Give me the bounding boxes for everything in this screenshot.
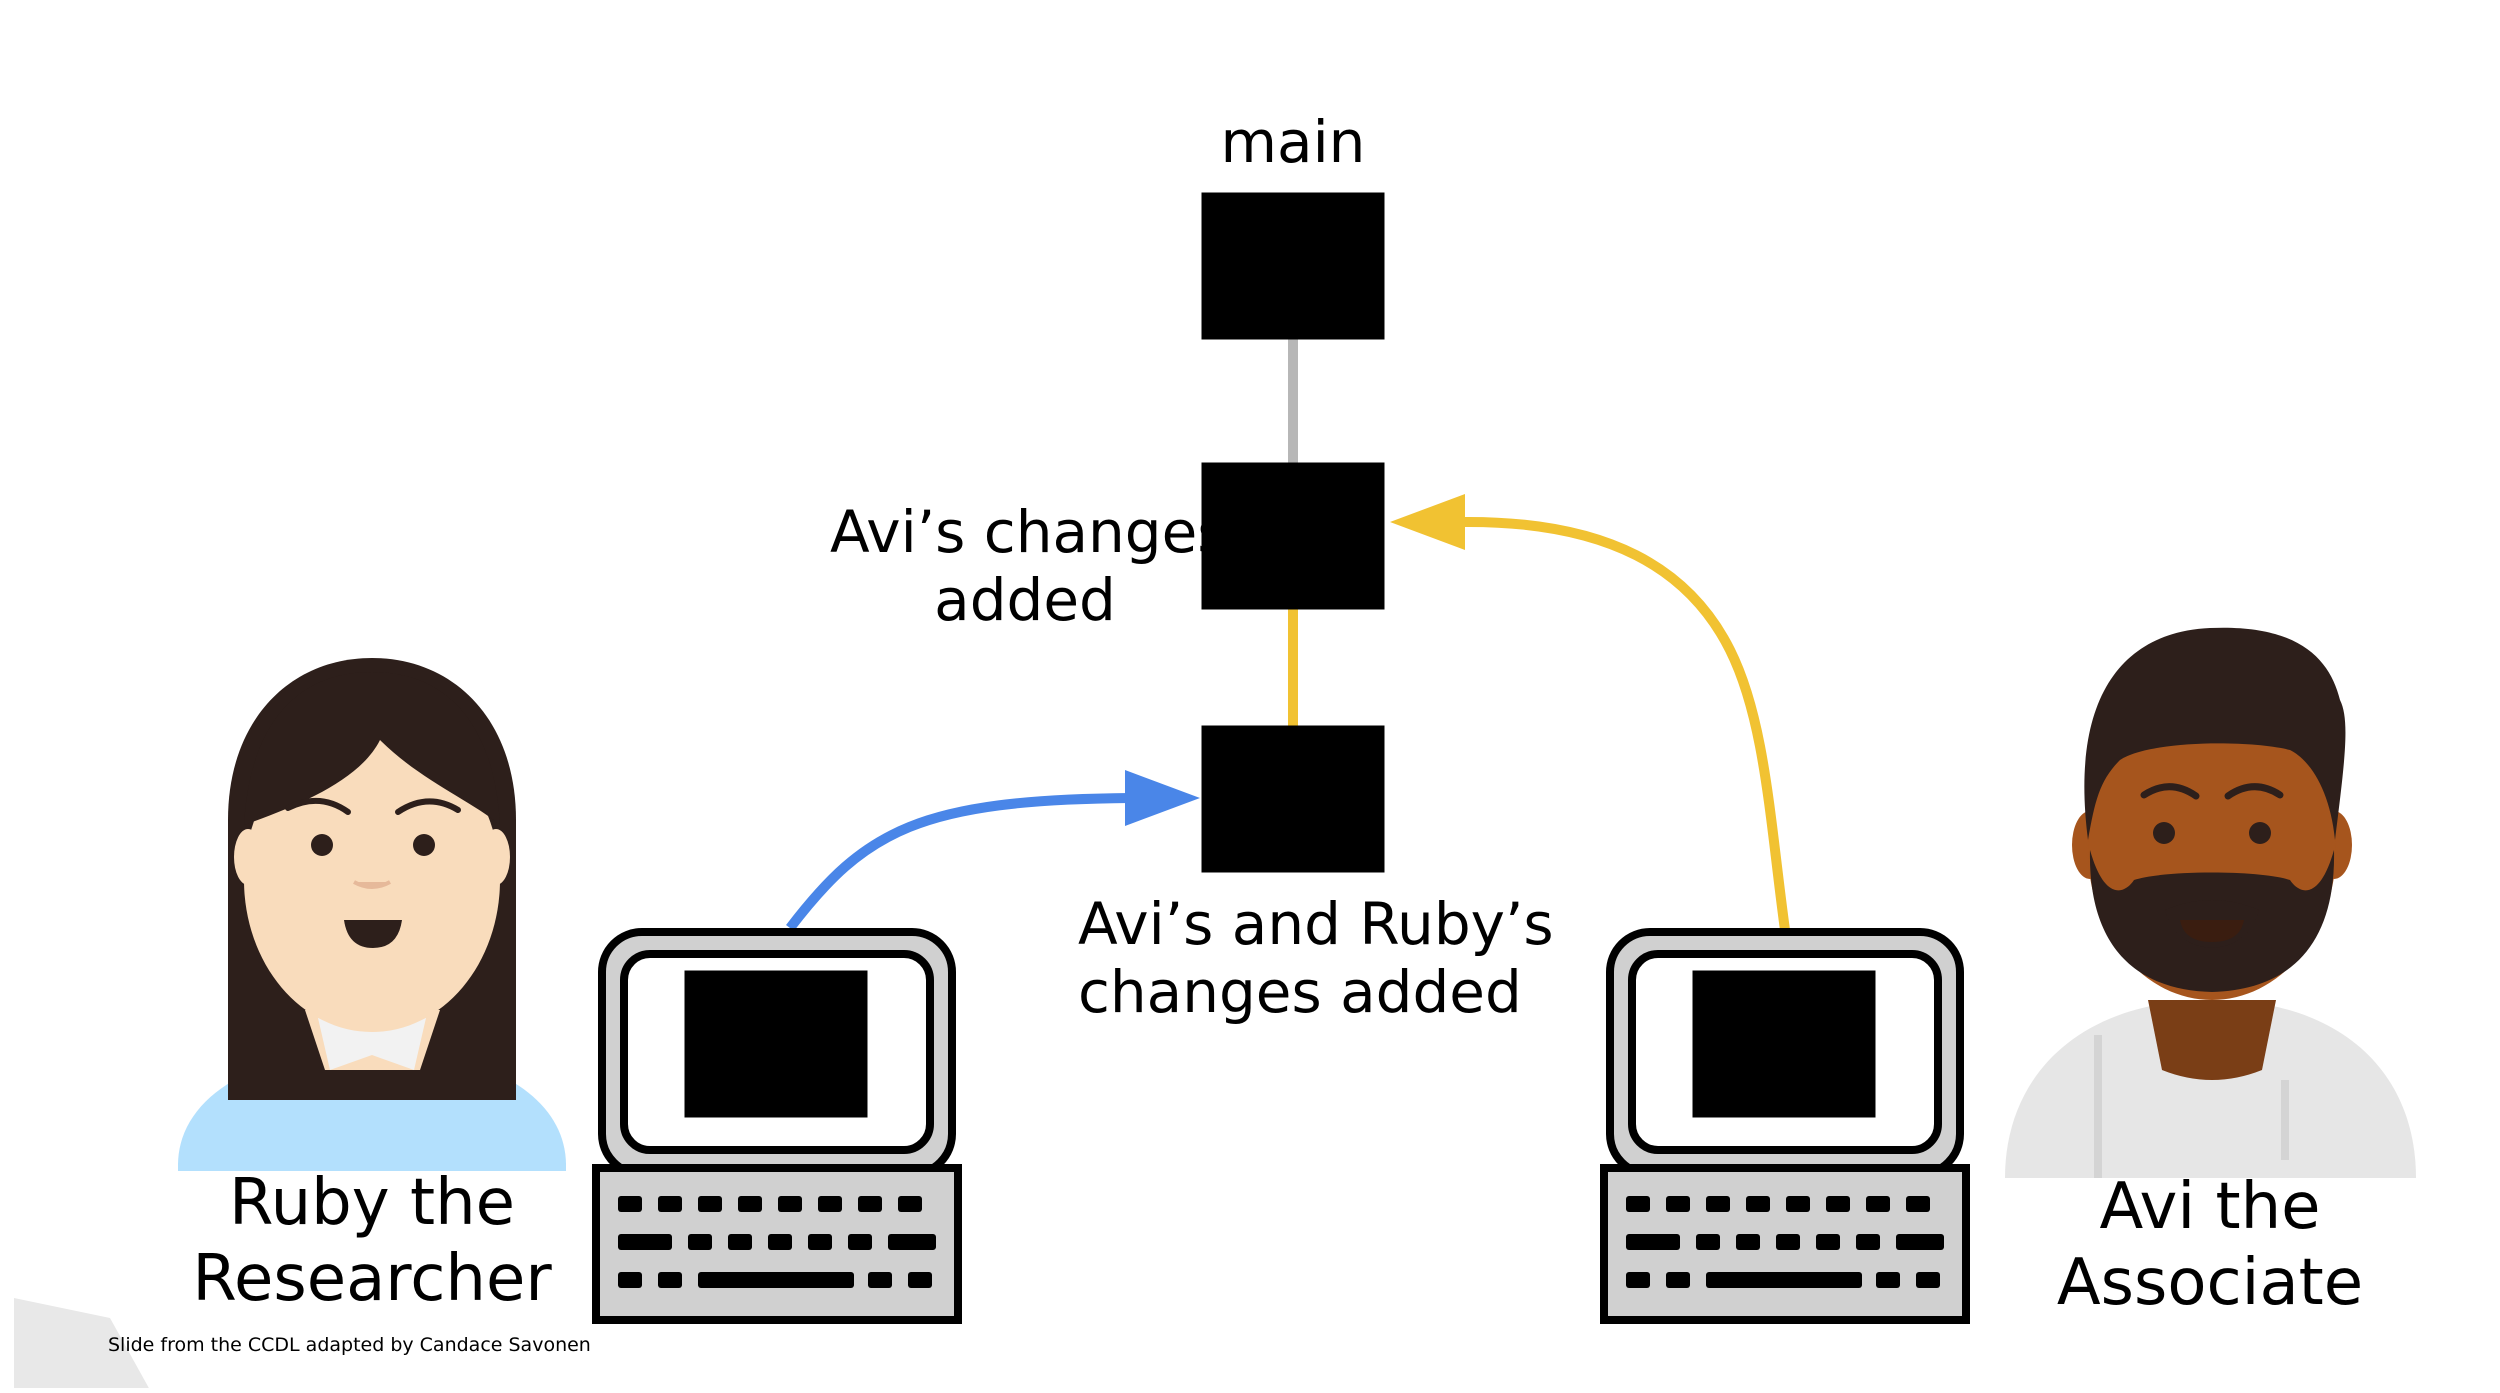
- man-avatar-icon: [2005, 627, 2416, 1178]
- woman-avatar-icon: [178, 658, 566, 1171]
- ruby-name-line-2: Researcher: [192, 1241, 552, 1316]
- keyboard-icon: [592, 1164, 962, 1324]
- avi-name-label: Avi the Associate: [2000, 1170, 2420, 1321]
- ruby-name-line-1: Ruby the: [228, 1166, 516, 1240]
- avi-push-arrow: [1390, 494, 1790, 931]
- computer-icon: [1606, 928, 1964, 1178]
- computer-icon: [598, 928, 956, 1178]
- avi-name-line-2: Associate: [2056, 1245, 2364, 1320]
- avi-changes-label: Avi’s changes added: [830, 498, 1228, 635]
- main-commit-icon: [1201, 192, 1385, 340]
- keyboard-icon: [1600, 1164, 1970, 1324]
- merged-label-line-1: Avi’s and Ruby’s: [1078, 890, 1554, 958]
- merged-label-line-2: changes added: [1078, 958, 1522, 1027]
- corner-decoration: [14, 1298, 150, 1390]
- slide-credit: Slide from the CCDL adapted by Candace S…: [108, 1334, 591, 1356]
- avi-changes-label-line-1: Avi’s changes: [830, 498, 1228, 566]
- avi-changes-label-line-2: added: [934, 566, 1116, 635]
- ruby-push-arrow: [786, 770, 1200, 932]
- ruby-name-label: Ruby the Researcher: [172, 1166, 572, 1317]
- avi-changes-commit-icon: [1201, 462, 1385, 610]
- merged-label: Avi’s and Ruby’s changes added: [1078, 890, 1554, 1027]
- avi-name-line-1: Avi the: [2099, 1170, 2321, 1244]
- main-branch-label: main: [1220, 108, 1366, 176]
- merged-commit-icon: [1201, 725, 1385, 873]
